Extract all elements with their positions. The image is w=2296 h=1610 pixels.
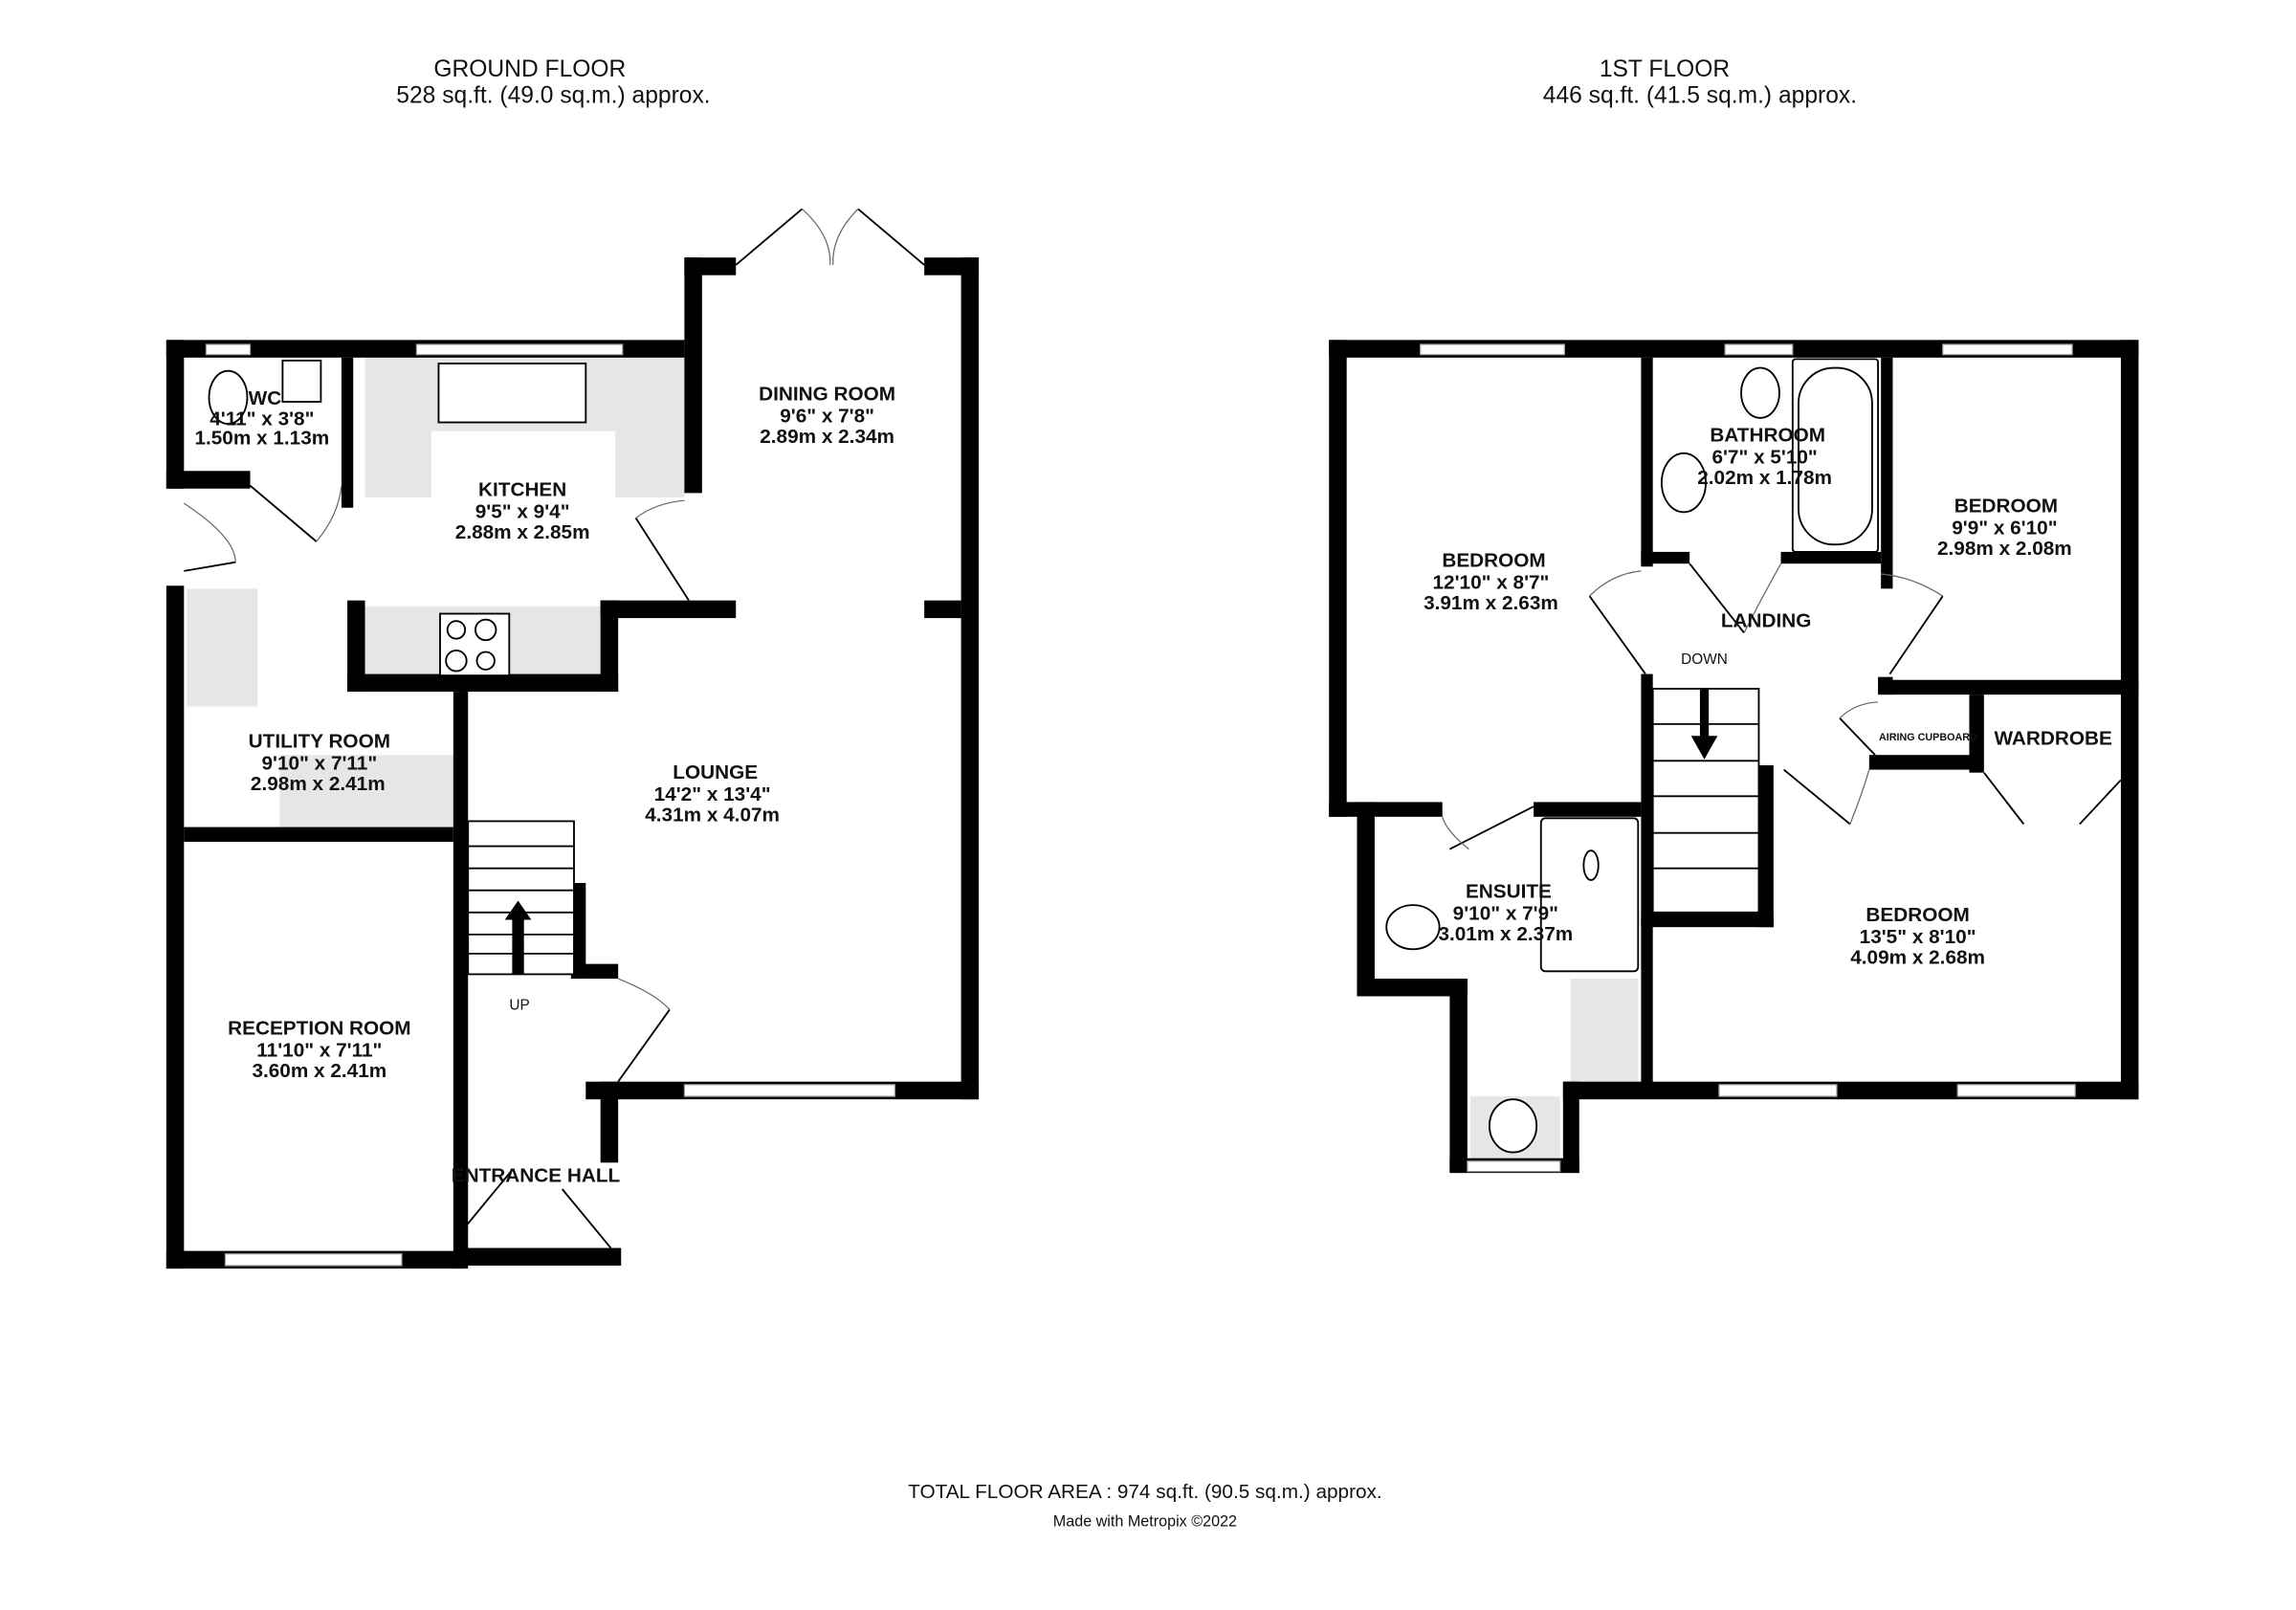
- first-floor-area: 446 sq.ft. (41.5 sq.m.) approx.: [1543, 83, 1857, 109]
- room-dim-imperial: 14'2" x 13'4": [654, 783, 771, 805]
- room-dim-metric: 3.91m x 2.63m: [1424, 592, 1558, 614]
- total-floor-area: TOTAL FLOOR AREA : 974 sq.ft. (90.5 sq.m…: [908, 1481, 1382, 1503]
- room-dim-imperial: 9'6" x 7'8": [780, 406, 874, 428]
- room-name-utility: UTILITY ROOM: [249, 731, 390, 753]
- room-name-landing: LANDING: [1721, 609, 1812, 631]
- room-dim-metric: 2.89m x 2.34m: [760, 426, 894, 448]
- ground-stairs: [467, 820, 575, 976]
- room-name-bedroom-2: BEDROOM: [1954, 495, 2058, 517]
- room-name-airing-cupboard: AIRING CUPBOARD: [1879, 732, 1977, 743]
- ground-floor-plan: WC 4'11" x 3'8" 1.50m x 1.13m KITCHEN 9'…: [166, 208, 980, 1269]
- toilet-icon: [1740, 366, 1780, 419]
- room-dim-metric: 2.02m x 1.78m: [1697, 467, 1832, 489]
- room-name-bathroom: BATHROOM: [1710, 425, 1825, 447]
- room-name-wc: WC: [249, 387, 282, 409]
- room-name-bedroom-1: BEDROOM: [1442, 549, 1545, 571]
- room-name-lounge: LOUNGE: [673, 761, 758, 783]
- room-name-bedroom-3: BEDROOM: [1866, 904, 1969, 926]
- stairs-up-label: UP: [509, 997, 529, 1013]
- first-floor-title: 1ST FLOOR: [1600, 56, 1730, 82]
- shower-icon: [1539, 817, 1640, 973]
- first-floor-plan: BEDROOM 12'10" x 8'7" 3.91m x 2.63m BATH…: [1329, 340, 2139, 1174]
- room-name-entrance-hall: ENTRANCE HALL: [452, 1164, 621, 1186]
- room-dim-imperial: 11'10" x 7'11": [256, 1040, 382, 1062]
- room-dim-imperial: 9'9" x 6'10": [1952, 517, 2057, 539]
- room-name-dining: DINING ROOM: [759, 383, 895, 405]
- sink-icon: [437, 363, 587, 424]
- room-dim-metric: 4.31m x 4.07m: [645, 804, 780, 826]
- room-dim-imperial: 9'10" x 7'11": [261, 753, 377, 775]
- toilet-icon: [208, 369, 249, 425]
- stairs-down-label: DOWN: [1681, 651, 1728, 668]
- room-dim-imperial: 13'5" x 8'10": [1860, 926, 1976, 948]
- room-dim-imperial: 6'7" x 5'10": [1711, 447, 1817, 469]
- room-dim-metric: 2.98m x 2.41m: [251, 773, 386, 795]
- room-name-reception: RECEPTION ROOM: [228, 1017, 410, 1039]
- room-dim-imperial: 12'10" x 8'7": [1433, 571, 1550, 593]
- toilet-icon: [1385, 904, 1441, 951]
- room-dim-metric: 2.88m x 2.85m: [455, 521, 590, 543]
- room-dim-metric: 3.01m x 2.37m: [1438, 923, 1573, 945]
- basin-icon: [1489, 1098, 1538, 1154]
- ground-floor-title: GROUND FLOOR: [433, 56, 626, 82]
- ground-floor-area: 528 sq.ft. (49.0 sq.m.) approx.: [396, 83, 710, 109]
- room-dim-metric: 3.60m x 2.41m: [252, 1060, 386, 1082]
- room-dim-metric: 1.50m x 1.13m: [194, 428, 329, 450]
- room-dim-imperial: 4'11" x 3'8": [210, 408, 314, 430]
- room-name-wardrobe: WARDROBE: [1994, 727, 2112, 749]
- room-name-ensuite: ENSUITE: [1466, 880, 1552, 902]
- basin-icon: [1661, 452, 1707, 514]
- room-dim-metric: 4.09m x 2.68m: [1850, 947, 1985, 969]
- room-dim-imperial: 9'10" x 7'9": [1453, 902, 1558, 924]
- basin-icon: [281, 359, 322, 403]
- room-dim-metric: 2.98m x 2.08m: [1937, 538, 2072, 560]
- room-dim-imperial: 9'5" x 9'4": [475, 501, 570, 523]
- first-stairs: [1651, 688, 1760, 914]
- room-name-kitchen: KITCHEN: [478, 478, 566, 500]
- credit: Made with Metropix ©2022: [1053, 1512, 1237, 1530]
